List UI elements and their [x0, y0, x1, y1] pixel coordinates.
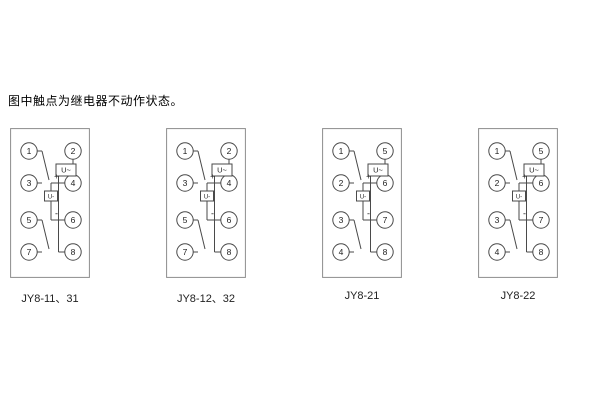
- relay-diagram-3: 1 5 2 6 3 7 4 8 U~+ U- - JY8-21: [322, 128, 402, 306]
- plus-mark: +: [366, 172, 371, 181]
- minus-mark: -: [367, 209, 370, 219]
- terminal-number: 8: [71, 247, 76, 257]
- terminal-number: 7: [383, 215, 388, 225]
- coil-box: [367, 163, 389, 177]
- terminal-number: 5: [183, 215, 188, 225]
- coil-box: [523, 163, 545, 177]
- contact-blade: [509, 219, 518, 250]
- terminal-number: 1: [27, 146, 32, 156]
- terminal-number: 2: [227, 146, 232, 156]
- relay-diagram-4: 1 5 2 6 3 7 4 8 U~+ U- - JY8-22: [478, 128, 558, 306]
- terminal-number: 2: [71, 146, 76, 156]
- contact-blade: [197, 219, 206, 250]
- terminal-circle: [176, 174, 194, 192]
- aux-label: U-: [360, 195, 366, 201]
- terminal-circle: [220, 211, 238, 229]
- terminal-number: 7: [539, 215, 544, 225]
- aux-label: U-: [516, 195, 522, 201]
- diagram-caption: JY8-12、32: [176, 293, 236, 305]
- diagram-caption: JY8-21: [344, 290, 380, 302]
- terminal-number: 5: [383, 146, 388, 156]
- terminal-number: 3: [495, 215, 500, 225]
- terminal-number: 3: [183, 178, 188, 188]
- terminal-number: 6: [539, 178, 544, 188]
- terminal-circle: [220, 142, 238, 160]
- diagram-border: [322, 128, 402, 278]
- plus-mark: +: [210, 172, 215, 181]
- contact-blade: [353, 219, 362, 250]
- contact-blade: [353, 150, 362, 181]
- note-text: 图中触点为继电器不动作状态。: [8, 94, 184, 108]
- plus-mark: +: [522, 172, 527, 181]
- relay-schematic-canvas: 1 2 3 4 5 6 7 8 U~+ U- -: [166, 128, 246, 278]
- minus-mark: -: [55, 209, 58, 219]
- terminal-number: 8: [383, 247, 388, 257]
- aux-label: U-: [204, 195, 210, 201]
- terminal-number: 1: [183, 146, 188, 156]
- coil-box: [211, 163, 233, 177]
- terminal-number: 6: [227, 215, 232, 225]
- coil-label: U~: [61, 166, 71, 175]
- terminal-number: 6: [383, 178, 388, 188]
- terminal-number: 3: [27, 178, 32, 188]
- diagram-border: [166, 128, 246, 278]
- terminal-number: 7: [183, 247, 188, 257]
- terminal-number: 5: [27, 215, 32, 225]
- contact-blade: [41, 219, 50, 250]
- terminal-circle: [532, 142, 550, 160]
- relay-schematic-canvas: 1 5 2 6 3 7 4 8 U~+ U- -: [322, 128, 402, 278]
- terminal-number: 2: [339, 178, 344, 188]
- terminal-number: 2: [495, 178, 500, 188]
- diagram-border: [10, 128, 90, 278]
- minus-mark: -: [211, 209, 214, 219]
- terminal-number: 5: [539, 146, 544, 156]
- relay-schematic-canvas: 1 2 3 4 5 6 7 8 U~+ U- -: [10, 128, 90, 278]
- aux-label: U-: [48, 195, 54, 201]
- diagram-caption: JY8-22: [500, 290, 536, 302]
- diagram-caption: JY8-11、31: [21, 293, 79, 305]
- terminal-circle: [220, 243, 238, 261]
- terminal-circle: [64, 142, 82, 160]
- coil-box: [55, 163, 77, 177]
- plus-mark: +: [54, 172, 59, 181]
- terminal-number: 8: [539, 247, 544, 257]
- coil-label: U~: [529, 166, 539, 175]
- relay-diagram-1: 1 2 3 4 5 6 7 8 U~+ U- - JY8-11、31: [10, 128, 90, 306]
- terminal-circle: [176, 211, 194, 229]
- contact-blade: [509, 150, 518, 181]
- relay-diagram-2: 1 2 3 4 5 6 7 8 U~+ U- - JY8-12、32: [166, 128, 246, 306]
- diagram-border: [478, 128, 558, 278]
- terminal-circle: [176, 142, 194, 160]
- terminal-circle: [64, 211, 82, 229]
- terminal-circle: [376, 142, 394, 160]
- relay-schematic-canvas: 1 5 2 6 3 7 4 8 U~+ U- -: [478, 128, 558, 278]
- minus-mark: -: [523, 209, 526, 219]
- terminal-number: 1: [339, 146, 344, 156]
- terminal-number: 7: [27, 247, 32, 257]
- terminal-number: 6: [71, 215, 76, 225]
- terminal-number: 8: [227, 247, 232, 257]
- terminal-number: 4: [495, 247, 500, 257]
- terminal-number: 4: [339, 247, 344, 257]
- terminal-circle: [64, 243, 82, 261]
- terminal-number: 4: [227, 178, 232, 188]
- terminal-number: 3: [339, 215, 344, 225]
- coil-label: U~: [217, 166, 227, 175]
- terminal-number: 1: [495, 146, 500, 156]
- terminal-number: 4: [71, 178, 76, 188]
- coil-label: U~: [373, 166, 383, 175]
- contact-blade: [197, 150, 206, 181]
- terminal-circle: [176, 243, 194, 261]
- contact-blade: [41, 150, 50, 181]
